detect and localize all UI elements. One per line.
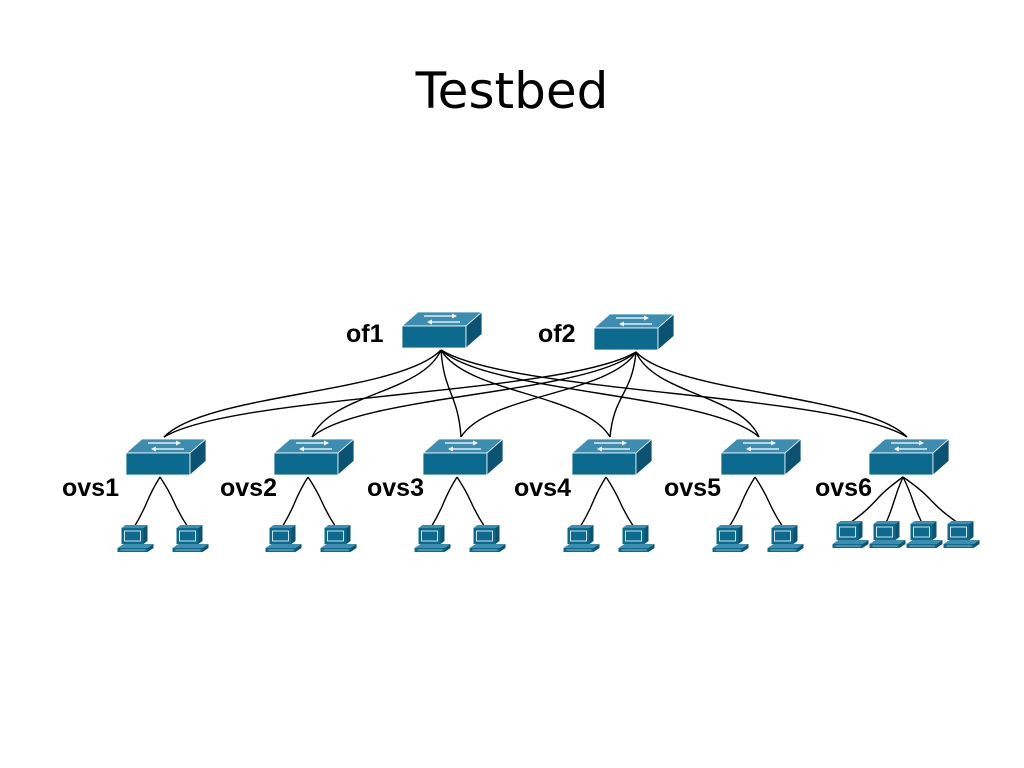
link-ovs3-host-1 [429, 476, 458, 529]
link-of1-ovs3 [440, 349, 462, 438]
link-ovs4-host-1 [578, 476, 607, 529]
edge-switch-ovs6 [867, 438, 951, 476]
link-of1-ovs2 [311, 349, 442, 438]
core-switch-label-of2: of2 [538, 320, 576, 348]
host-ovs6-4 [943, 521, 980, 548]
link-of1-ovs5 [440, 349, 760, 438]
host-ovs1-2 [172, 525, 209, 552]
link-of2-ovs4 [609, 351, 637, 438]
host-ovs3-1 [414, 525, 451, 552]
link-ovs1-host-2 [159, 476, 190, 529]
edge-switch-ovs4 [570, 438, 654, 476]
host-ovs1-1 [117, 525, 154, 552]
core-switch-of2 [592, 313, 676, 351]
edge-switch-label-ovs3: ovs3 [367, 474, 424, 502]
host-ovs6-3 [906, 521, 943, 548]
link-ovs2-host-1 [280, 476, 309, 529]
link-of2-ovs5 [635, 351, 760, 438]
edge-switch-label-ovs4: ovs4 [514, 474, 571, 502]
link-of1-ovs1 [163, 349, 442, 438]
host-ovs5-2 [767, 525, 804, 552]
host-ovs3-2 [469, 525, 506, 552]
link-ovs6-host-1 [848, 476, 904, 525]
edge-switch-label-ovs1: ovs1 [62, 474, 119, 502]
core-switch-label-of1: of1 [346, 320, 384, 348]
edge-switch-label-ovs5: ovs5 [664, 474, 721, 502]
link-ovs6-host-2 [884, 476, 904, 525]
link-of1-ovs4 [440, 349, 611, 438]
page-title: Testbed [415, 62, 609, 120]
link-ovs3-host-2 [456, 476, 487, 529]
host-ovs5-1 [712, 525, 749, 552]
edge-switch-ovs2 [272, 438, 356, 476]
host-ovs4-1 [563, 525, 600, 552]
link-ovs5-host-1 [727, 476, 756, 529]
link-ovs1-host-1 [132, 476, 161, 529]
link-of2-ovs1 [163, 351, 637, 438]
host-ovs4-2 [618, 525, 655, 552]
edge-switch-ovs5 [719, 438, 803, 476]
host-ovs2-2 [320, 525, 357, 552]
edge-switch-ovs3 [421, 438, 505, 476]
link-of2-ovs3 [460, 351, 637, 438]
edge-switch-label-ovs2: ovs2 [220, 474, 277, 502]
host-ovs2-1 [265, 525, 302, 552]
host-ovs6-2 [869, 521, 906, 548]
nodes-layer: of1 of2 ovs1 ovs2 ovs3 ovs4 ovs5 ovs6 [62, 311, 980, 552]
link-of2-ovs2 [311, 351, 637, 438]
edge-switch-label-ovs6: ovs6 [815, 474, 872, 502]
core-switch-of1 [400, 311, 484, 349]
link-ovs6-host-3 [902, 476, 924, 525]
link-of2-ovs6 [635, 351, 908, 438]
link-of1-ovs6 [440, 349, 908, 438]
host-ovs6-1 [832, 521, 869, 548]
link-ovs6-host-4 [902, 476, 960, 525]
links-layer [132, 349, 960, 529]
link-ovs4-host-2 [605, 476, 636, 529]
link-ovs2-host-2 [307, 476, 338, 529]
edge-switch-ovs1 [124, 438, 208, 476]
link-ovs5-host-2 [754, 476, 785, 529]
